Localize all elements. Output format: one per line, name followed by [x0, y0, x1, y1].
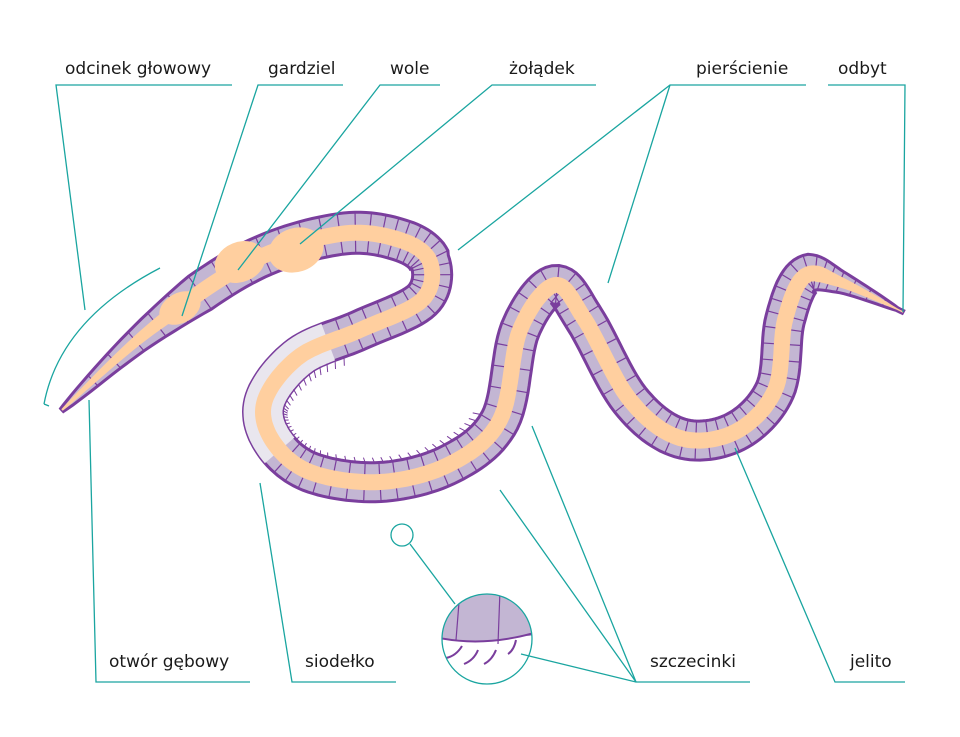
seta [326, 363, 329, 373]
magnify-connector [409, 543, 456, 605]
seta [432, 443, 438, 449]
magnify-source-circle [390, 523, 414, 547]
seta-2 [463, 649, 479, 665]
pharynx-bulb [159, 291, 201, 325]
seta [289, 394, 294, 401]
leader-gizzard [299, 84, 596, 245]
seta [446, 435, 453, 441]
label-setae: szczecinki [650, 652, 736, 672]
seta [287, 425, 292, 429]
setae-bristles [282, 357, 481, 463]
leader-setae-3 [520, 653, 637, 683]
leader-setae-2 [531, 425, 637, 683]
setae-magnifier [390, 523, 533, 685]
seta [282, 413, 288, 416]
seta [344, 455, 347, 461]
seta [453, 431, 460, 437]
seta [319, 366, 322, 376]
gizzard-bulb [268, 227, 324, 273]
leader-clitellum [259, 482, 396, 683]
seta [416, 449, 422, 456]
seta [407, 452, 412, 458]
label-head-segment: odcinek głowowy [65, 59, 211, 79]
label-intestine: jelito [849, 652, 892, 672]
seta-4 [507, 639, 517, 655]
label-gizzard: żołądek [509, 59, 575, 79]
seta [303, 442, 307, 448]
gut-bulbs [159, 227, 324, 325]
seta [293, 389, 298, 396]
leader-pharynx [181, 84, 343, 317]
labels: odcinek głowowy gardziel wole żołądek pi… [65, 59, 892, 672]
label-segments: pierścienie [696, 59, 788, 79]
leader-lines [55, 84, 906, 683]
magnify-circle [441, 593, 533, 685]
seta [389, 455, 394, 462]
seta [299, 439, 304, 444]
seta [353, 456, 356, 463]
seta [313, 448, 316, 453]
seta [464, 422, 472, 427]
leader-segments-2 [607, 84, 671, 284]
seta [398, 454, 403, 460]
seta [282, 416, 288, 418]
seta [282, 407, 289, 412]
leader-crop [237, 84, 440, 271]
seta [289, 429, 294, 433]
seta [424, 446, 430, 453]
seta [302, 378, 307, 386]
digestive-tract [61, 224, 904, 491]
magnified-skin [442, 594, 532, 636]
leader-anus [828, 84, 906, 313]
label-clitellum: siodełko [305, 652, 375, 672]
leader-segments [457, 84, 806, 251]
seta [308, 445, 312, 451]
label-crop: wole [390, 59, 430, 79]
seta [459, 427, 467, 432]
leader-head-segment [55, 84, 232, 311]
leader-mouth [88, 399, 250, 683]
leader-intestine [734, 447, 905, 683]
seta-3 [483, 649, 497, 665]
worm [43, 210, 906, 504]
head-segment-bracket [43, 267, 161, 407]
seta [308, 373, 312, 382]
seta [292, 432, 297, 437]
seta [313, 369, 317, 379]
seta [468, 418, 477, 422]
seta [295, 436, 300, 440]
seta [335, 454, 337, 460]
seta [285, 422, 290, 425]
seta [282, 410, 288, 414]
label-anus: odbyt [838, 59, 887, 79]
label-mouth: otwór gębowy [109, 652, 229, 672]
seta [297, 383, 302, 391]
label-pharynx: gardziel [268, 59, 336, 79]
seta [439, 440, 446, 445]
seta [283, 404, 289, 410]
seta [362, 457, 366, 463]
seta-1 [445, 645, 463, 659]
seta [285, 399, 291, 406]
seta [472, 412, 481, 416]
seta [371, 457, 375, 463]
seta [380, 457, 384, 463]
